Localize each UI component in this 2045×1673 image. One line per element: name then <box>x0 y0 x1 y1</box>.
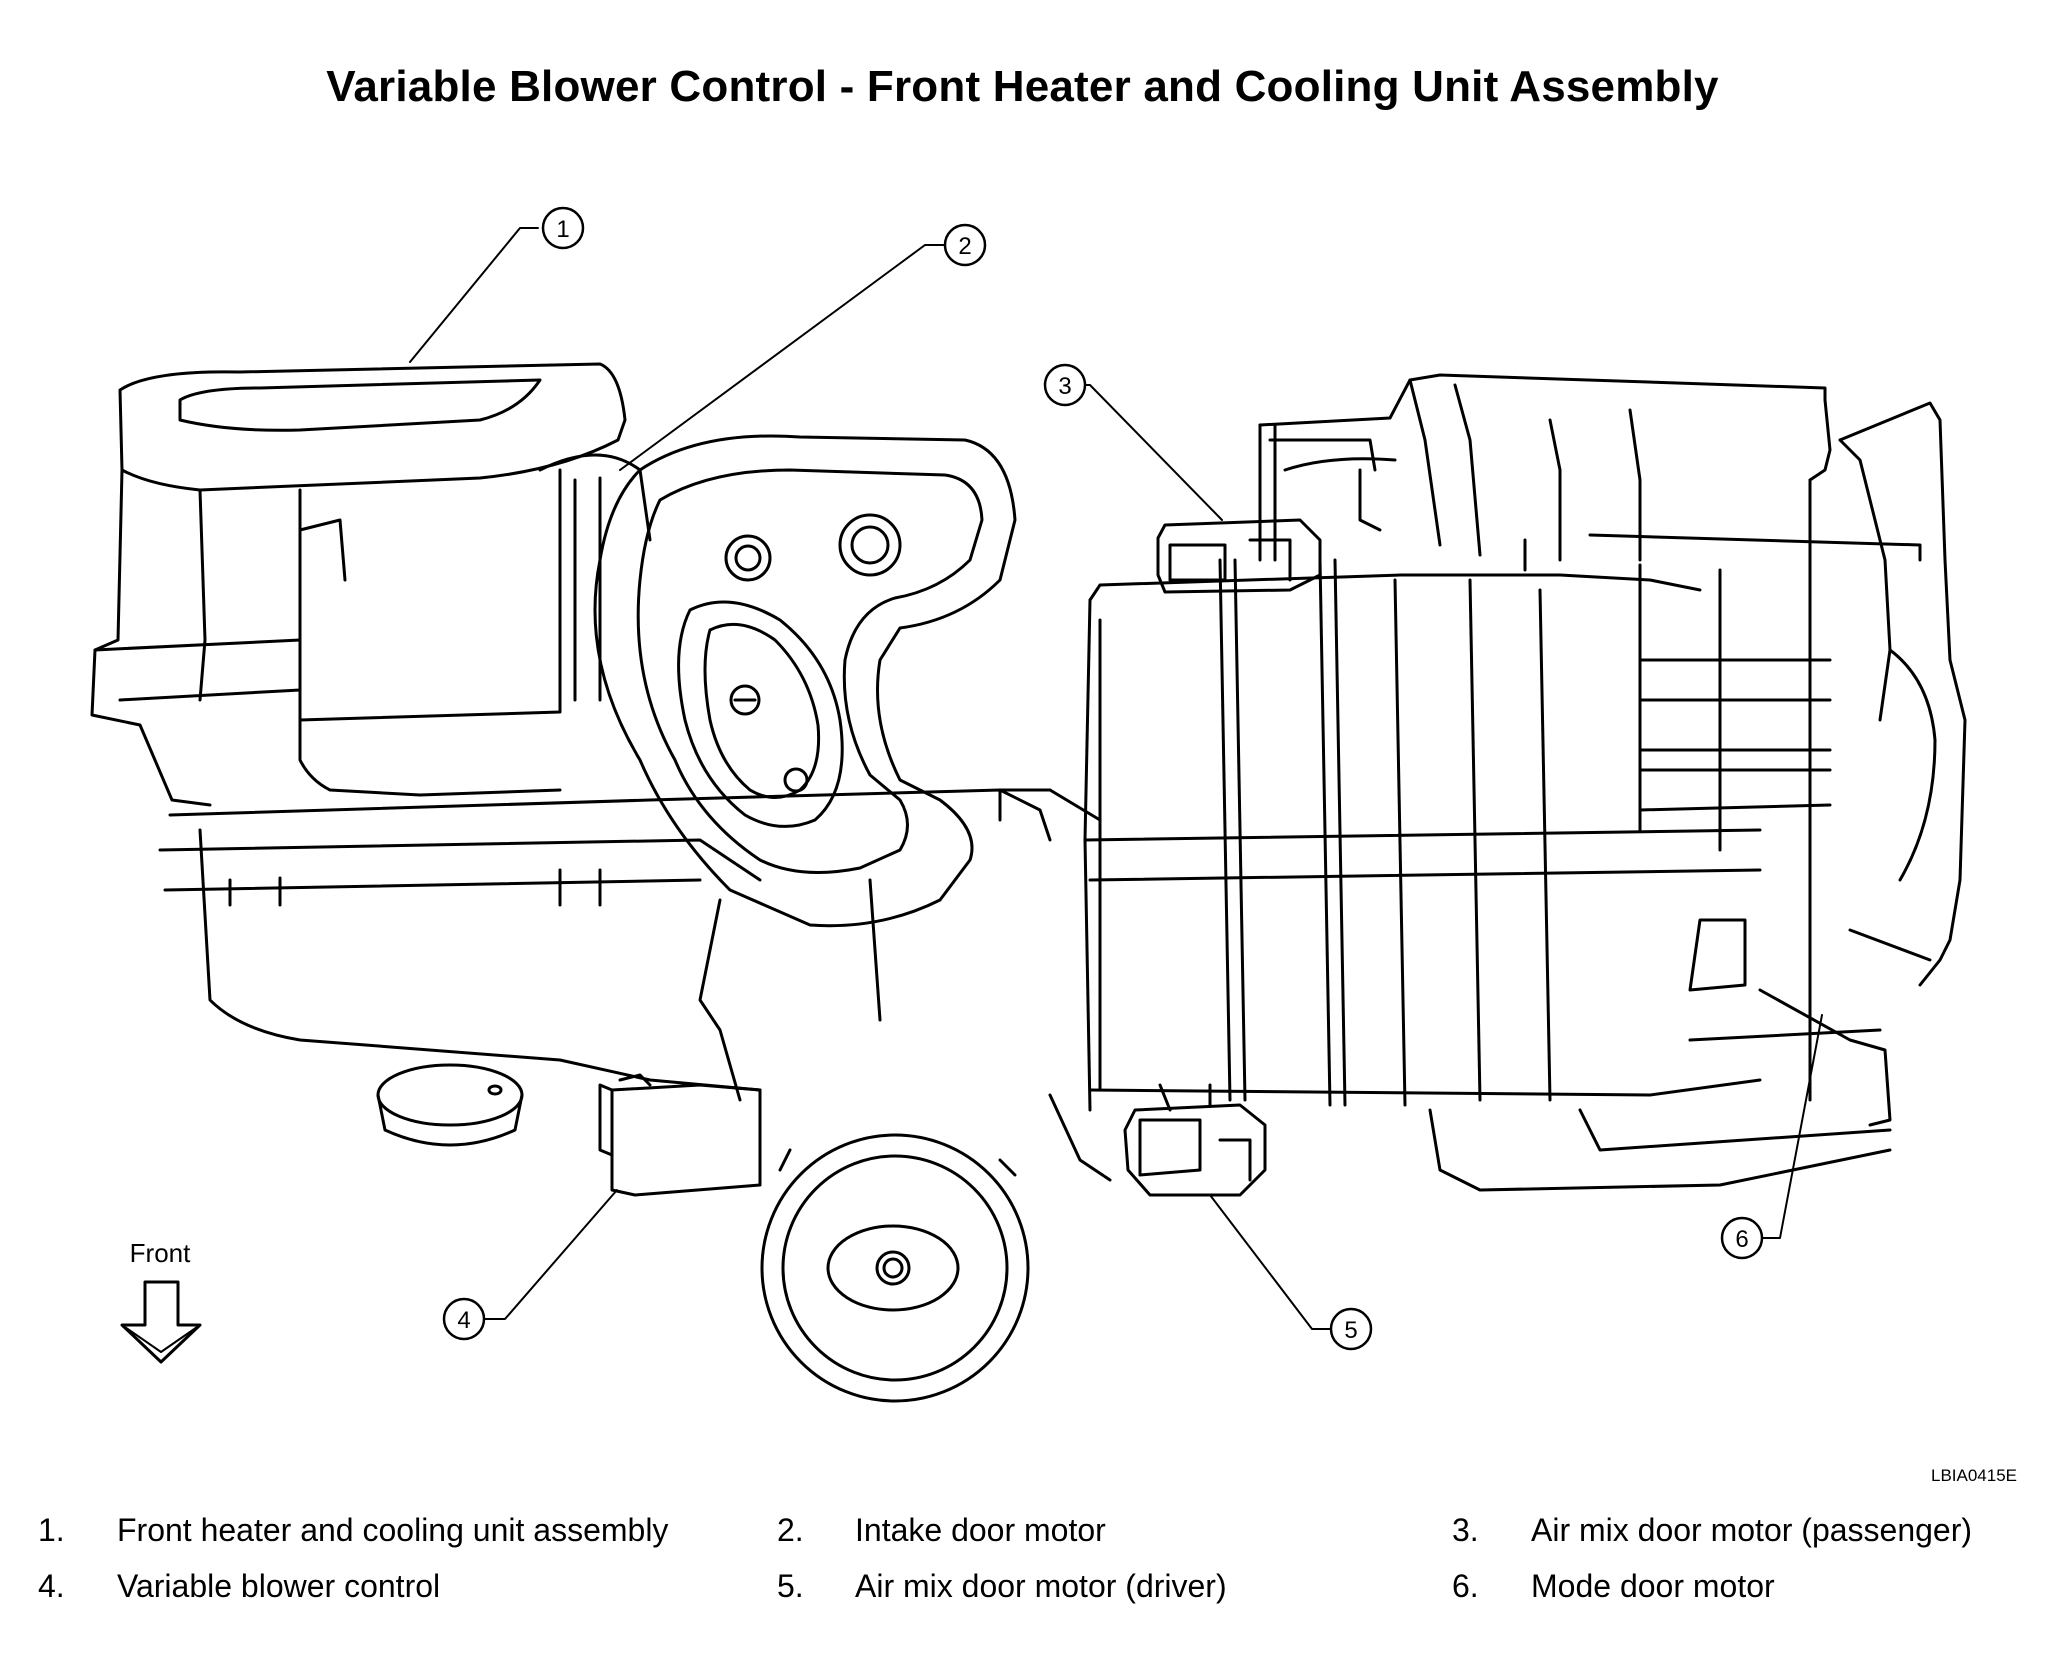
legend-number: 5. <box>777 1568 804 1604</box>
callout-3: 3 <box>1043 363 1087 407</box>
main-case <box>998 558 1762 1182</box>
legend-number: 4. <box>38 1568 65 1604</box>
figure-code: LBIA0415E <box>1930 1466 2017 1485</box>
callout-5: 5 <box>1329 1307 1373 1351</box>
lower-housing <box>158 788 1052 1147</box>
intake-door-motor-plate <box>593 434 1017 928</box>
legend-text: Air mix door motor (passenger) <box>1531 1512 1973 1548</box>
legend-number: 1. <box>38 1512 65 1548</box>
callout-6-label: 6 <box>1735 1226 1748 1253</box>
mode-door-housing <box>1428 401 1967 1192</box>
variable-blower-control <box>598 1073 762 1197</box>
callout-4-label: 4 <box>457 1307 470 1334</box>
lower-blower-wheel <box>698 878 1030 1403</box>
legend-number: 3. <box>1452 1512 1479 1548</box>
callout-3-label: 3 <box>1058 373 1071 400</box>
callout-6: 6 <box>1720 1216 1764 1260</box>
air-mix-door-motor-passenger <box>1156 518 1322 594</box>
legend-number: 2. <box>777 1512 804 1548</box>
legend-text: Front heater and cooling unit assembly <box>117 1512 669 1548</box>
legend-text: Air mix door motor (driver) <box>855 1568 1227 1604</box>
front-direction-indicator: Front <box>120 1238 202 1364</box>
callout-1-label: 1 <box>556 216 569 243</box>
legend-text: Variable blower control <box>117 1568 441 1604</box>
callout-2: 2 <box>943 223 987 267</box>
down-arrow-icon <box>120 1280 202 1364</box>
legend-text: Intake door motor <box>855 1512 1106 1548</box>
page-title: Variable Blower Control - Front Heater a… <box>326 62 1719 111</box>
callout-5-label: 5 <box>1344 1317 1357 1344</box>
legend-text: Mode door motor <box>1531 1568 1775 1604</box>
blower-housing <box>90 362 652 807</box>
callout-leaders <box>409 227 1823 1330</box>
callout-1: 1 <box>541 206 585 250</box>
legend-number: 6. <box>1452 1568 1479 1604</box>
upper-case <box>1258 373 1922 572</box>
front-label: Front <box>130 1238 191 1268</box>
callout-4: 4 <box>442 1297 486 1341</box>
air-mix-door-motor-driver <box>1123 1083 1267 1197</box>
callout-2-label: 2 <box>958 233 971 260</box>
